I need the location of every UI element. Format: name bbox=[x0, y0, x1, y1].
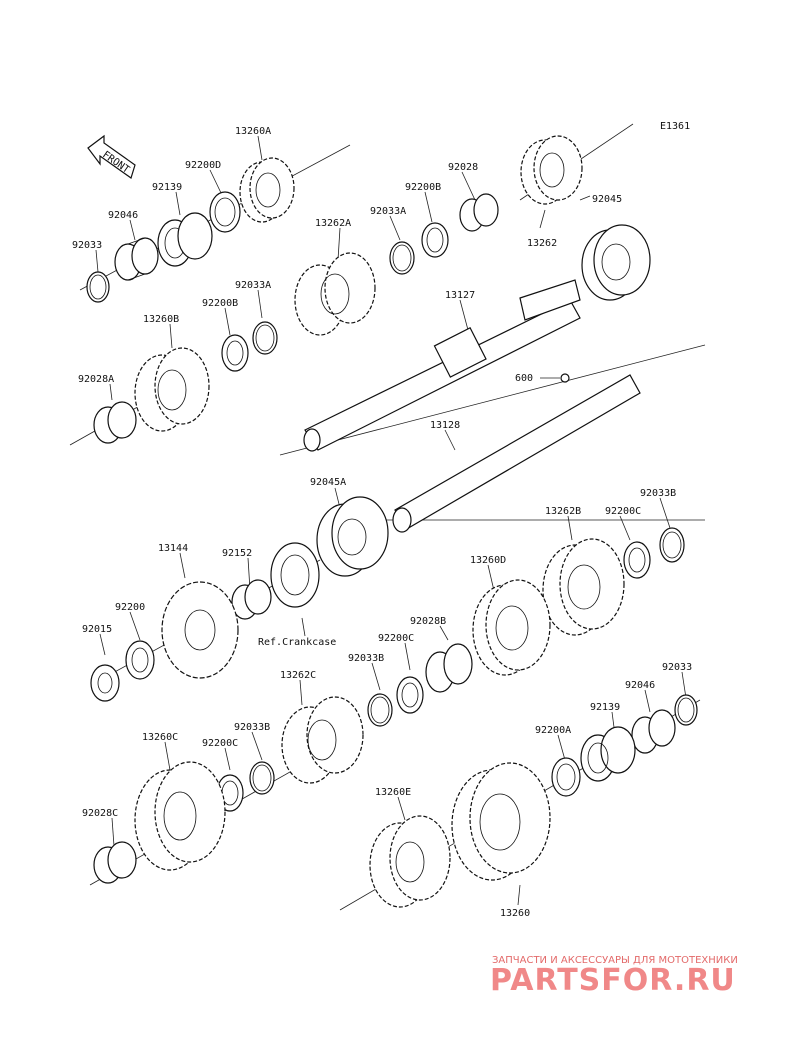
label-92046-lower: 92046 bbox=[625, 680, 655, 691]
label-92033B-right: 92033B bbox=[640, 488, 676, 499]
part-92045-ball-bearing bbox=[581, 224, 651, 301]
part-92028C-bushing bbox=[93, 841, 137, 884]
part-13260E-gear bbox=[369, 815, 451, 908]
label-92200C-mid: 92200C bbox=[378, 633, 414, 644]
part-13260A-gear bbox=[239, 157, 295, 223]
part-92139-collar-lower bbox=[580, 726, 636, 782]
part-92046-needle-bearing-upper bbox=[114, 237, 159, 281]
label-92139-lower: 92139 bbox=[590, 702, 620, 713]
label-13128: 13128 bbox=[430, 420, 460, 431]
label-13260E: 13260E bbox=[375, 787, 411, 798]
part-92033B-circlip-lower bbox=[249, 761, 275, 795]
part-13260C-gear bbox=[134, 761, 226, 871]
part-92045A-ball-bearing bbox=[316, 496, 389, 577]
label-13127: 13127 bbox=[445, 290, 475, 301]
label-92015: 92015 bbox=[82, 624, 112, 635]
part-92152-oil-seal bbox=[270, 542, 320, 608]
label-13260: 13260 bbox=[500, 908, 530, 919]
part-92046-needle-bearing-lower bbox=[631, 709, 676, 754]
part-92033-circlip-lower bbox=[674, 694, 698, 726]
part-92033A-circlip-upper bbox=[389, 241, 415, 275]
part-13127-input-shaft bbox=[303, 279, 581, 452]
label-13260B: 13260B bbox=[143, 314, 179, 325]
part-labels: 13260A 92200D 92139 92046 92033 92028 92… bbox=[72, 126, 692, 919]
part-92028B-bushing bbox=[425, 643, 473, 693]
label-92028B: 92028B bbox=[410, 616, 446, 627]
label-92033-upper: 92033 bbox=[72, 240, 102, 251]
part-92033A-circlip-mid bbox=[252, 321, 278, 355]
label-92033A-mid: 92033A bbox=[235, 280, 271, 291]
label-92028: 92028 bbox=[448, 162, 478, 173]
front-arrow-icon: FRONT bbox=[87, 134, 136, 179]
part-13260-gear bbox=[451, 762, 551, 881]
part-92033B-circlip-right bbox=[659, 527, 685, 563]
label-92045A: 92045A bbox=[310, 477, 346, 488]
part-92200D-washer bbox=[209, 191, 241, 233]
part-92139-collar-upper bbox=[157, 212, 213, 267]
label-92033-lower: 92033 bbox=[662, 662, 692, 673]
part-13262-gear bbox=[520, 135, 583, 205]
label-92045: 92045 bbox=[592, 194, 622, 205]
label-13144: 13144 bbox=[158, 543, 188, 554]
label-92033A-upper: 92033A bbox=[370, 206, 406, 217]
part-92033-circlip-upper bbox=[86, 271, 110, 303]
label-13262B: 13262B bbox=[545, 506, 581, 517]
label-92200B-mid: 92200B bbox=[202, 298, 238, 309]
part-92200B-washer-mid bbox=[221, 334, 249, 372]
part-92015-nut bbox=[90, 664, 120, 702]
label-92139-upper: 92139 bbox=[152, 182, 182, 193]
label-92200A: 92200A bbox=[535, 725, 571, 736]
label-13262C: 13262C bbox=[280, 670, 316, 681]
watermark-tagline: ЗАПЧАСТИ И АКСЕССУАРЫ ДЛЯ МОТОТЕХНИКИ bbox=[492, 955, 738, 966]
part-92028-bushing-upper bbox=[459, 193, 499, 232]
part-13144-sprocket bbox=[161, 581, 239, 679]
label-92033B-lower: 92033B bbox=[234, 722, 270, 733]
label-600: 600 bbox=[515, 373, 533, 384]
label-92200C-lower: 92200C bbox=[202, 738, 238, 749]
part-13260D-gear bbox=[472, 579, 551, 676]
label-92200D: 92200D bbox=[185, 160, 221, 171]
part-92033B-circlip-mid bbox=[367, 693, 393, 727]
label-92028C: 92028C bbox=[82, 808, 118, 819]
label-92200: 92200 bbox=[115, 602, 145, 613]
label-92033B-mid: 92033B bbox=[348, 653, 384, 664]
label-13260A: 13260A bbox=[235, 126, 271, 137]
label-92152: 92152 bbox=[222, 548, 252, 559]
part-13260B-gear bbox=[134, 347, 210, 432]
label-92200C-right: 92200C bbox=[605, 506, 641, 517]
part-92200C-washer-right bbox=[623, 541, 651, 579]
watermark-logo: PARTSFOR.RU bbox=[490, 963, 736, 998]
label-13260C: 13260C bbox=[142, 732, 178, 743]
label-92028A: 92028A bbox=[78, 374, 114, 385]
part-13262C-gear bbox=[281, 696, 364, 784]
label-13260D: 13260D bbox=[470, 555, 506, 566]
part-13262A-gear bbox=[294, 252, 376, 336]
label-13262A: 13262A bbox=[315, 218, 351, 229]
part-13262B-gear bbox=[542, 538, 625, 636]
part-600-ball bbox=[560, 373, 570, 383]
label-13262: 13262 bbox=[527, 238, 557, 249]
part-92200-washer-sprocket bbox=[125, 640, 155, 680]
part-92200B-washer-upper bbox=[421, 222, 449, 258]
part-92200-collar bbox=[231, 579, 272, 620]
part-92028A-bushing bbox=[93, 401, 137, 444]
part-13128-output-shaft bbox=[392, 374, 641, 533]
part-92200A-washer bbox=[551, 757, 581, 797]
label-92046-upper: 92046 bbox=[108, 210, 138, 221]
diagram-code: E1361 bbox=[660, 121, 690, 132]
label-ref-crankcase: Ref.Crankcase bbox=[258, 637, 336, 648]
part-92200C-washer-mid bbox=[396, 676, 424, 714]
label-92200B-upper: 92200B bbox=[405, 182, 441, 193]
